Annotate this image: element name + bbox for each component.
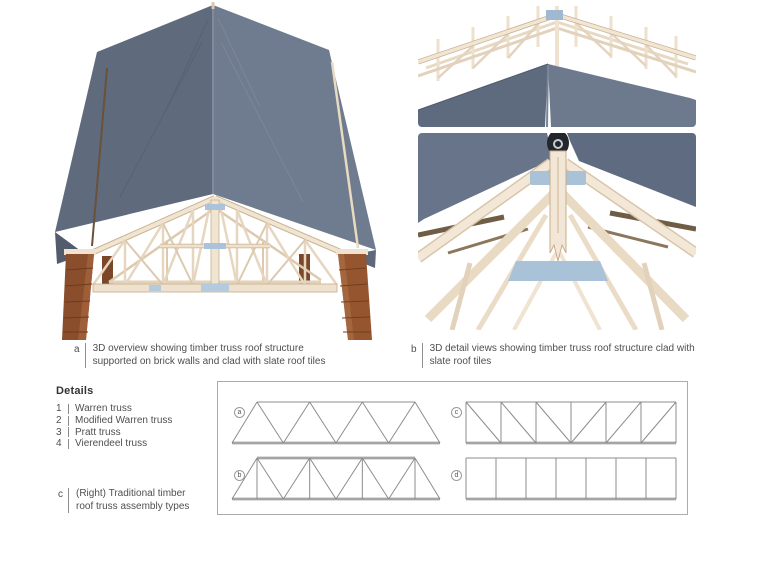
legend-label: Pratt truss	[75, 426, 121, 438]
figure-caption-a: a 3D overview showing timber truss roof …	[74, 343, 325, 368]
caption-line: slate roof tiles	[429, 355, 492, 367]
legend-number: 1	[56, 403, 62, 415]
slate-right	[548, 64, 696, 127]
slate-right	[567, 133, 696, 207]
legend-item: 2 Modified Warren truss	[56, 415, 172, 427]
slate-left	[418, 133, 553, 223]
roof-plane-left	[55, 5, 213, 232]
modified-warren-truss-diagram	[231, 456, 441, 501]
brick-piers-front	[62, 249, 372, 340]
caption-line: 3D overview showing timber truss roof st…	[92, 343, 304, 354]
truss-letter: a	[237, 409, 242, 416]
brick-pier-rear	[102, 256, 113, 288]
gusset-plate	[201, 284, 229, 292]
roof-plane-right	[213, 5, 376, 250]
caption-letter: c	[58, 489, 63, 500]
truss-label-a: a	[234, 407, 245, 418]
legend-number: 3	[56, 426, 62, 438]
truss-letter: b	[237, 472, 242, 479]
legend-number: 2	[56, 415, 62, 427]
side-note-c: c (Right) Traditional timber roof truss …	[58, 488, 189, 513]
truss-apex-exterior-illustration	[418, 6, 696, 127]
legend-item: 3 Pratt truss	[56, 426, 172, 438]
gusset-plate	[508, 261, 608, 281]
gusset-plate	[205, 204, 225, 210]
truss-label-d: d	[451, 470, 462, 481]
vierendeel-truss-diagram	[465, 457, 677, 501]
legend-divider	[68, 427, 69, 438]
truss-label-b: b	[234, 470, 245, 481]
truss-legend: 1 Warren truss 2 Modified Warren truss 3…	[56, 403, 172, 450]
legend-label: Vierendeel truss	[75, 438, 148, 450]
overview-figure	[45, 2, 405, 340]
detail-figure-bottom	[418, 133, 696, 330]
legend-item: 4 Vierendeel truss	[56, 438, 172, 450]
slate-left	[418, 64, 548, 127]
caption-text: (Right) Traditional timber roof truss as…	[68, 488, 189, 513]
gusset-plate	[149, 285, 161, 291]
caption-line: 3D detail views showing timber truss roo…	[429, 343, 695, 354]
caption-line: (Right) Traditional timber	[76, 488, 186, 499]
legend-label: Warren truss	[75, 403, 132, 415]
caption-line: supported on brick walls and clad with s…	[92, 355, 326, 367]
truss-letter: d	[454, 472, 459, 479]
legend-divider	[68, 438, 69, 449]
caption-line: roof truss assembly types	[76, 500, 190, 512]
caption-text: 3D overview showing timber truss roof st…	[84, 343, 326, 368]
legend-label: Modified Warren truss	[75, 415, 173, 427]
caption-text: 3D detail views showing timber truss roo…	[421, 343, 695, 368]
detail-figure-top	[418, 6, 696, 127]
gusset-plate	[546, 10, 563, 20]
metal-hook	[553, 139, 563, 149]
legend-item: 1 Warren truss	[56, 403, 172, 415]
caption-letter: a	[74, 344, 80, 355]
apex-hole	[547, 133, 569, 156]
truss-apex-interior-illustration	[418, 133, 696, 330]
caption-letter: b	[411, 344, 417, 355]
pratt-truss-diagram	[465, 401, 677, 445]
truss-letter: c	[454, 409, 459, 416]
warren-truss-diagram	[231, 401, 441, 445]
legend-divider	[68, 403, 69, 414]
figure-caption-b: b 3D detail views showing timber truss r…	[411, 343, 695, 368]
truss-types-panel: a b c d	[217, 381, 688, 515]
legend-divider	[68, 415, 69, 426]
legend-number: 4	[56, 438, 62, 450]
gable-truss	[78, 195, 352, 293]
details-title: Details	[56, 385, 94, 397]
truss-label-c: c	[451, 407, 462, 418]
roof-overview-illustration	[55, 2, 376, 340]
gusset-plate	[204, 243, 226, 249]
